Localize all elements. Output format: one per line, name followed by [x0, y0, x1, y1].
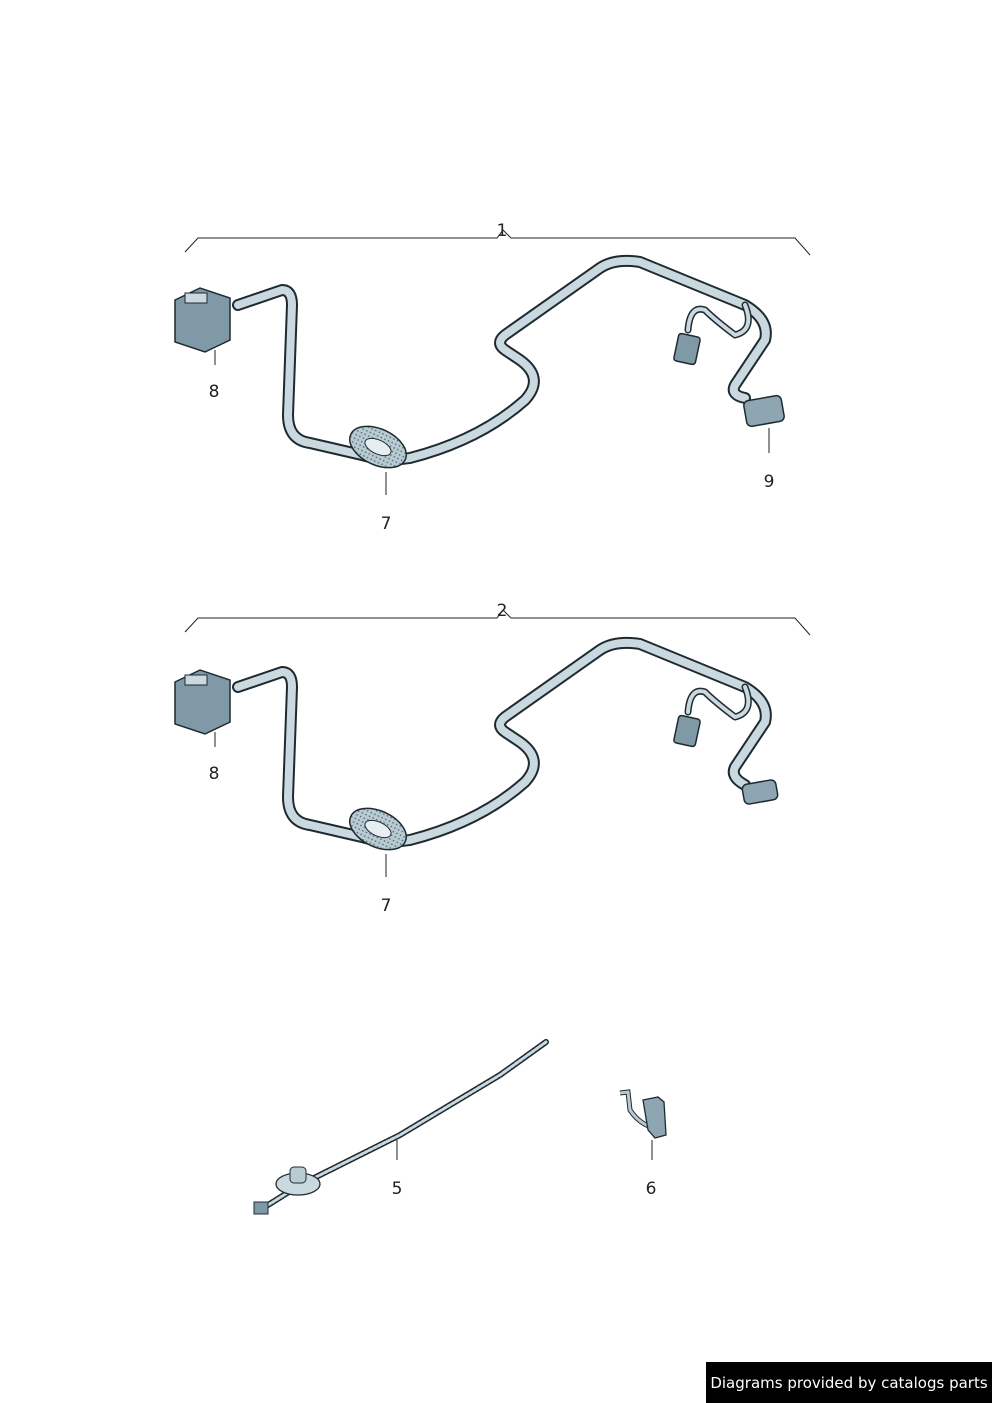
callout-6[interactable]: 6 [645, 1179, 657, 1199]
connector-small-icon [673, 714, 701, 748]
connector-9-icon [743, 394, 785, 428]
callout-7-bottom[interactable]: 7 [380, 896, 392, 916]
attribution-badge: Diagrams provided by catalogs parts [706, 1362, 992, 1403]
cable-main-2 [232, 636, 772, 848]
cable-tie-5[interactable] [253, 1039, 549, 1215]
callout-7-top[interactable]: 7 [380, 514, 392, 534]
callout-5[interactable]: 5 [391, 1179, 403, 1199]
grommet-7-icon [349, 807, 407, 851]
assembly-label-2: 2 [497, 601, 508, 621]
cable-main-1 [232, 254, 772, 466]
harness-assembly-2[interactable] [174, 609, 811, 877]
grommet-7-icon [349, 425, 407, 469]
assembly-label-1: 1 [497, 221, 508, 241]
clip-6[interactable] [619, 1089, 667, 1160]
connector-small-icon [673, 332, 701, 366]
connector-8-icon [174, 287, 231, 353]
assembly-bracket-1 [184, 229, 811, 256]
callout-9[interactable]: 9 [763, 472, 775, 492]
harness-assembly-1[interactable] [174, 229, 811, 495]
connector-flat-icon [741, 779, 779, 805]
callout-8-top[interactable]: 8 [208, 382, 220, 402]
callout-8-bottom[interactable]: 8 [208, 764, 220, 784]
assembly-bracket-2 [184, 609, 811, 636]
connector-8-icon [174, 669, 231, 735]
